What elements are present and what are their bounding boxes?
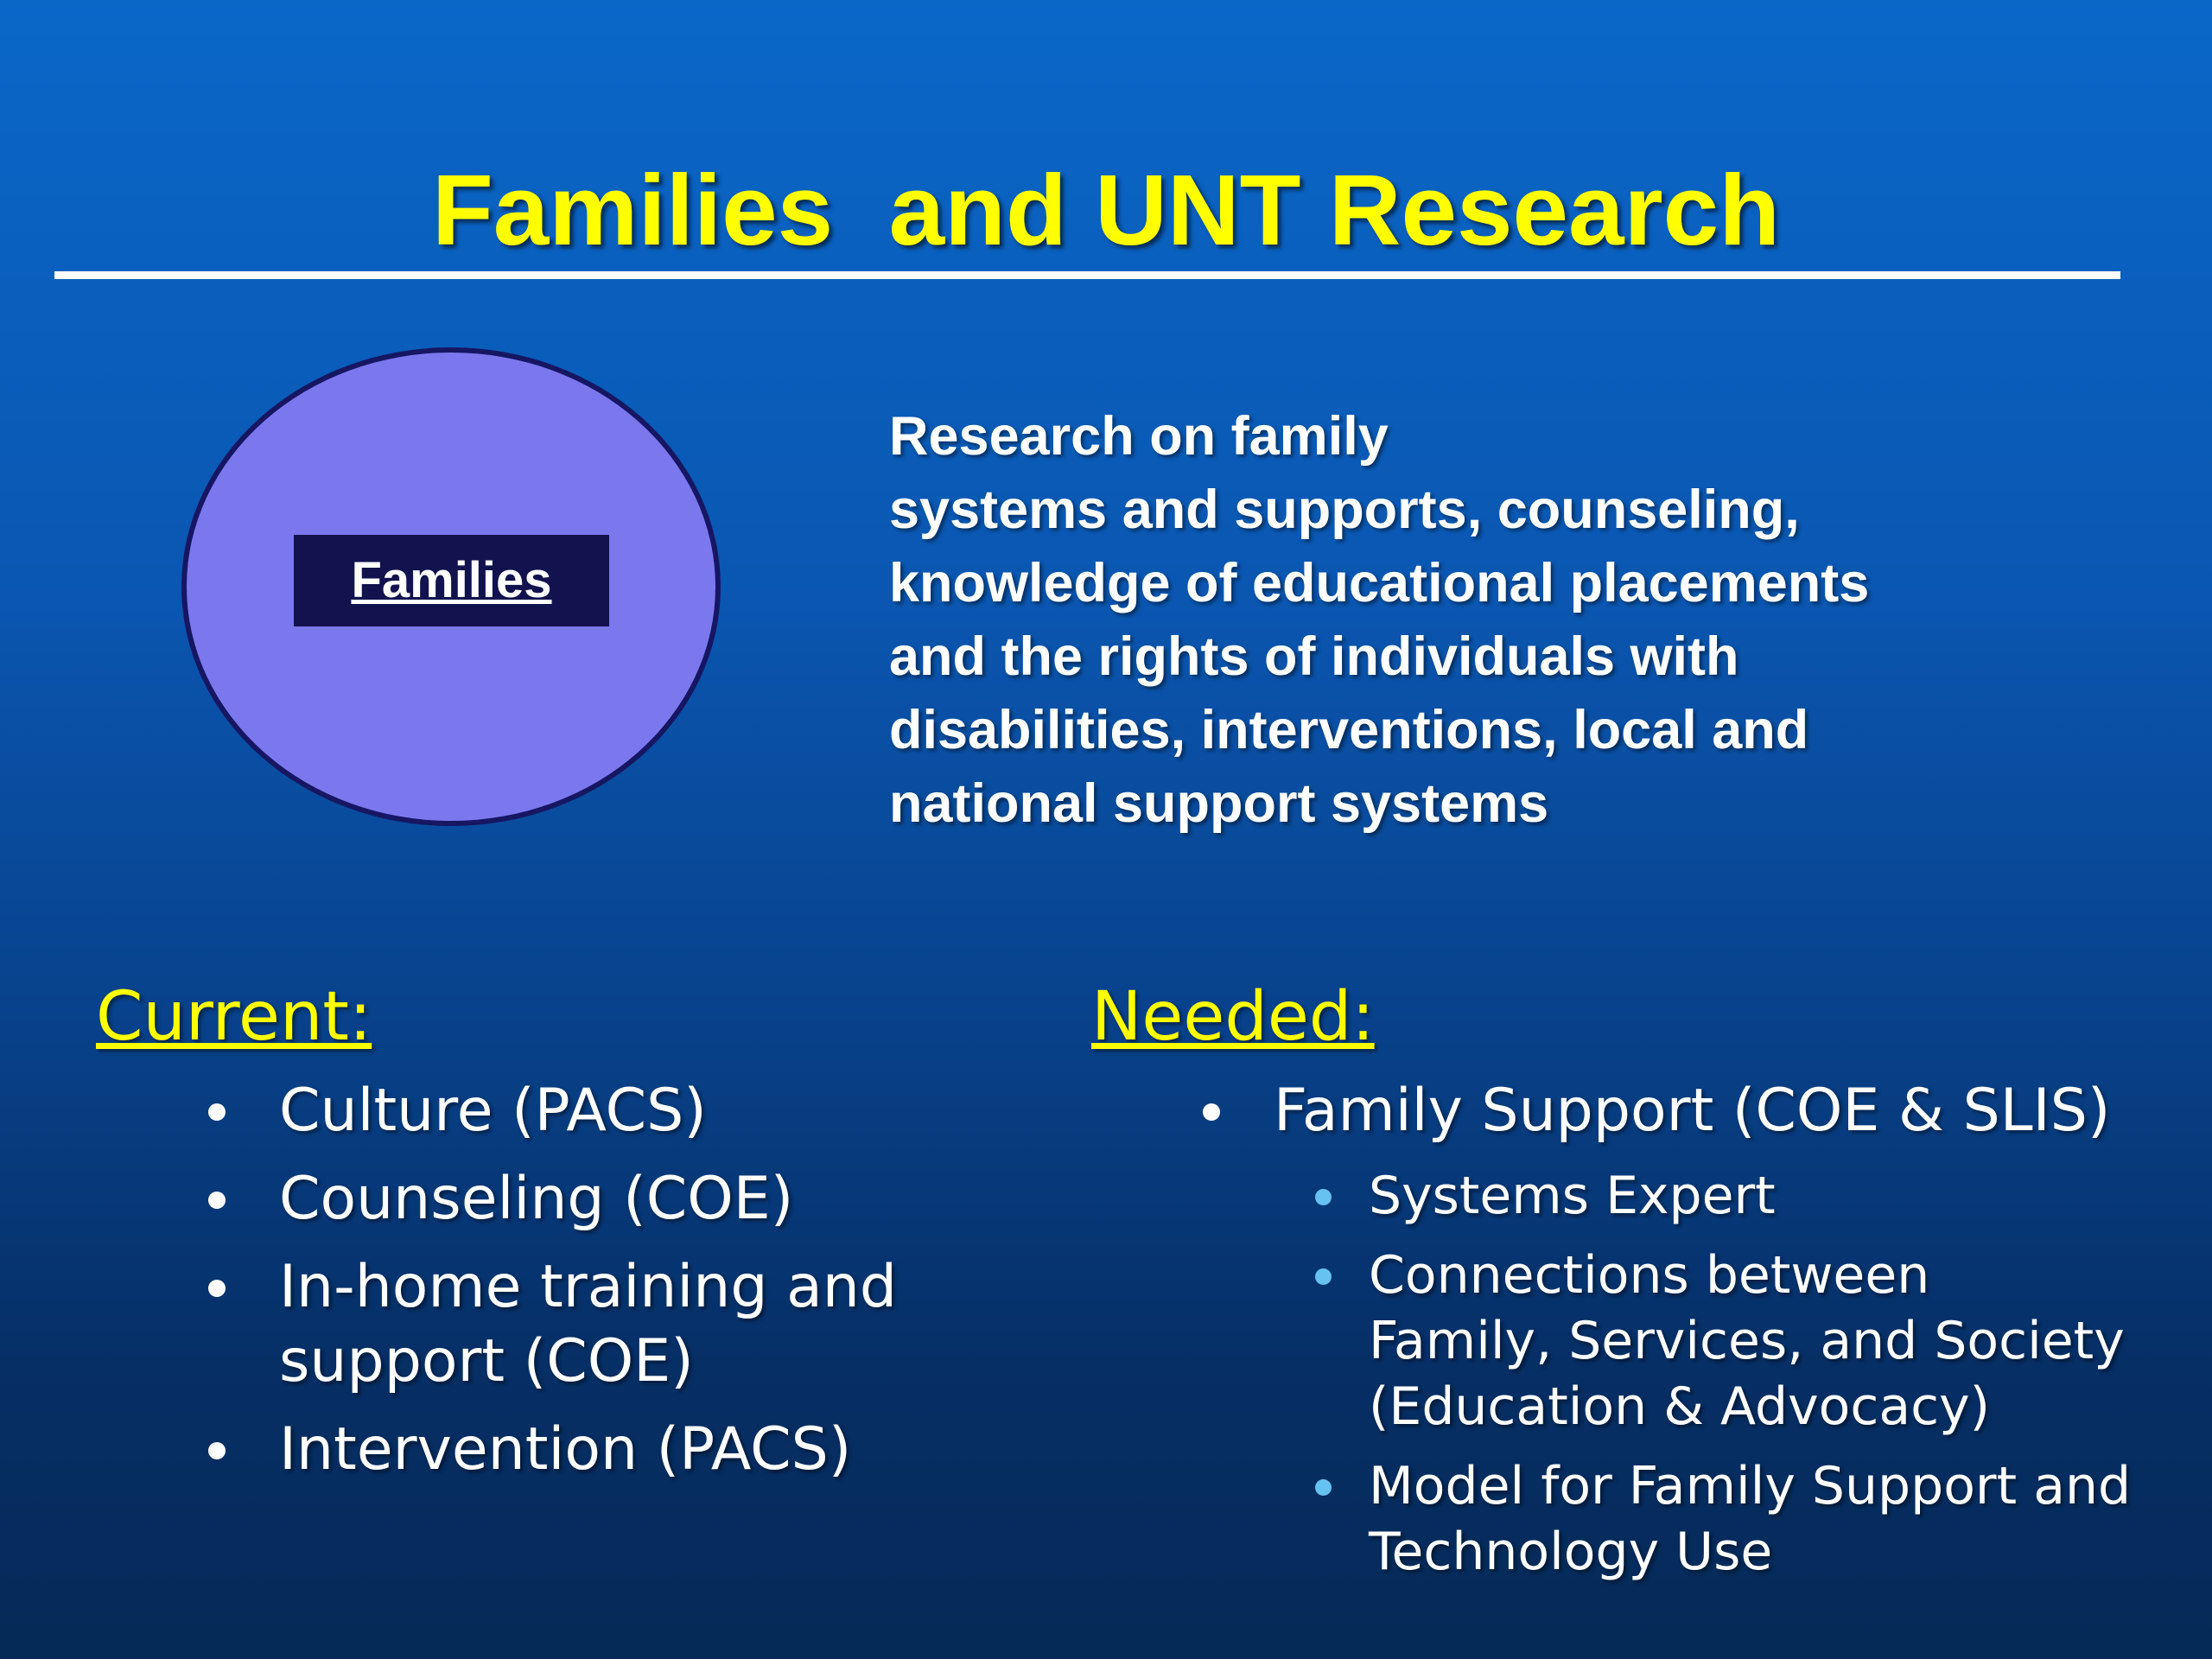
sub-list-item: Systems Expert [1315,1163,2131,1229]
current-list: Culture (PACS) Counseling (COE) In-home … [208,1074,897,1501]
sub-bullet-icon [1315,1189,1332,1205]
sub-list-item: Connections between Family, Services, an… [1315,1243,2131,1440]
sub-list-item-text: Family, Services, and Society [1369,1311,2125,1371]
list-item-text: Counseling (COE) [279,1165,794,1233]
needed-list: Family Support (COE & SLIS) [1203,1074,2110,1162]
title-divider [54,271,2120,279]
needed-sublist: Systems Expert Connections between Famil… [1315,1163,2131,1599]
needed-heading: Needed: [1091,978,1375,1056]
slide-title: Families and UNT Research [431,154,1781,266]
sub-list-item-text: Connections between [1369,1245,1930,1306]
research-description: Research on family systems and supports,… [889,400,2168,841]
sub-bullet-icon [1315,1268,1332,1285]
bullet-icon [208,1103,226,1121]
families-label: Families [294,535,609,626]
description-line: disabilities, interventions, local and [889,700,1809,760]
bullet-icon [1203,1103,1220,1121]
sub-list-item-text: Systems Expert [1369,1166,1776,1226]
sub-list-item: Model for Family Support and Technology … [1315,1453,2131,1585]
sub-list-item-text: (Education & Advocacy) [1369,1376,1991,1437]
bullet-icon [208,1280,226,1297]
description-line: and the rights of individuals with [889,626,1739,687]
current-heading: Current: [96,978,372,1056]
list-item: Family Support (COE & SLIS) [1203,1074,2110,1148]
list-item: In-home training and support (COE) [208,1250,897,1399]
list-item: Culture (PACS) [208,1074,897,1148]
description-line: knowledge of educational placements [889,553,1870,613]
list-item-text: Intervention (PACS) [279,1415,852,1484]
list-item-text: Family Support (COE & SLIS) [1274,1077,2111,1145]
bullet-icon [208,1192,226,1209]
list-item-text: support (COE) [279,1327,694,1395]
sub-list-item-text: Technology Use [1369,1522,1773,1582]
list-item: Intervention (PACS) [208,1413,897,1487]
list-item: Counseling (COE) [208,1162,897,1236]
sub-bullet-icon [1315,1479,1332,1496]
description-line: systems and supports, counseling, [889,480,1800,540]
bullet-icon [208,1442,226,1459]
list-item-text: In-home training and [279,1253,898,1321]
list-item-text: Culture (PACS) [279,1077,707,1145]
description-line: national support systems [889,773,1549,834]
sub-list-item-text: Model for Family Support and [1369,1456,2132,1516]
description-line: Research on family [889,406,1389,467]
